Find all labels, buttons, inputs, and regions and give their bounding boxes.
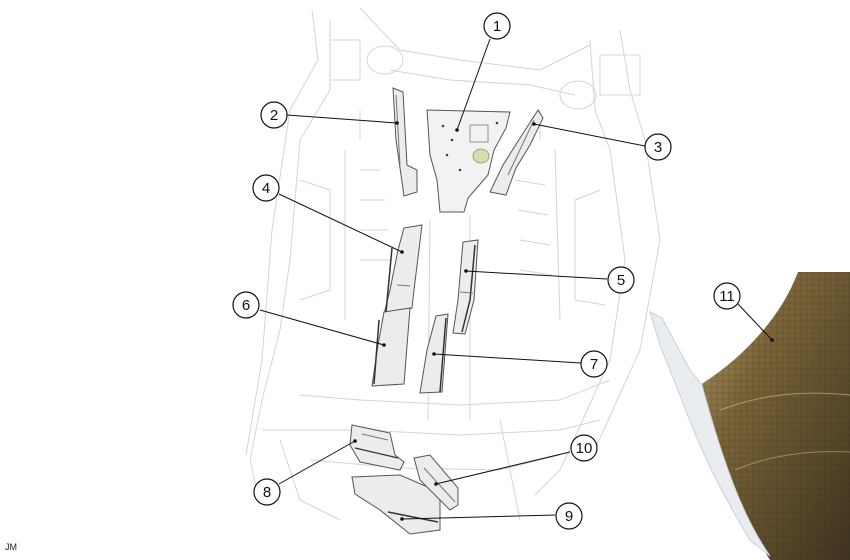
part-1-tunnel-plate	[426, 109, 511, 213]
leader-6	[259, 309, 385, 346]
leader-8	[278, 440, 356, 485]
leader-1	[456, 38, 491, 131]
leader-2	[286, 114, 398, 124]
callout-1: 1	[483, 12, 511, 40]
callout-4: 4	[252, 174, 280, 202]
callout-7: 7	[580, 350, 608, 378]
callout-3: 3	[644, 133, 672, 161]
leader-7	[433, 353, 582, 364]
part-9-rear-shield	[351, 474, 441, 535]
part-5-right-rail-front	[452, 239, 479, 335]
callout-4-label: 4	[262, 180, 270, 197]
leader-10	[435, 451, 571, 485]
author-initials: JM	[5, 542, 17, 552]
leader-dots	[353, 121, 774, 521]
leader-11	[737, 303, 773, 341]
part-6-left-rail-rear	[371, 307, 411, 387]
leader-9	[401, 514, 556, 520]
callout-3-label: 3	[654, 139, 662, 156]
callout-10: 10	[570, 434, 598, 462]
callout-2-label: 2	[270, 107, 278, 124]
leader-4	[278, 193, 403, 253]
part-3-right-panel	[489, 109, 544, 196]
leader-lines	[259, 38, 773, 520]
callout-2: 2	[260, 101, 288, 129]
callout-11-label: 11	[719, 288, 735, 305]
callout-6-label: 6	[242, 297, 250, 314]
part-2-left-panel	[392, 87, 418, 197]
part-4-left-rail-front	[383, 224, 423, 315]
callout-5: 5	[607, 266, 635, 294]
callout-9-label: 9	[565, 508, 573, 525]
callout-5-label: 5	[617, 272, 625, 289]
leader-5	[465, 270, 608, 280]
part-11-insulation-sheet	[649, 272, 850, 560]
callout-10-label: 10	[576, 440, 593, 457]
callout-1-label: 1	[493, 18, 501, 35]
callout-9: 9	[555, 502, 583, 530]
callout-6: 6	[232, 291, 260, 319]
callout-7-label: 7	[590, 356, 598, 373]
callout-8-label: 8	[263, 484, 271, 501]
part-8-rear-bracket	[349, 424, 405, 471]
callout-8: 8	[253, 478, 281, 506]
vehicle-underbody-ghost	[245, 7, 661, 521]
leader-3	[533, 123, 646, 147]
callout-11: 11	[713, 282, 741, 310]
